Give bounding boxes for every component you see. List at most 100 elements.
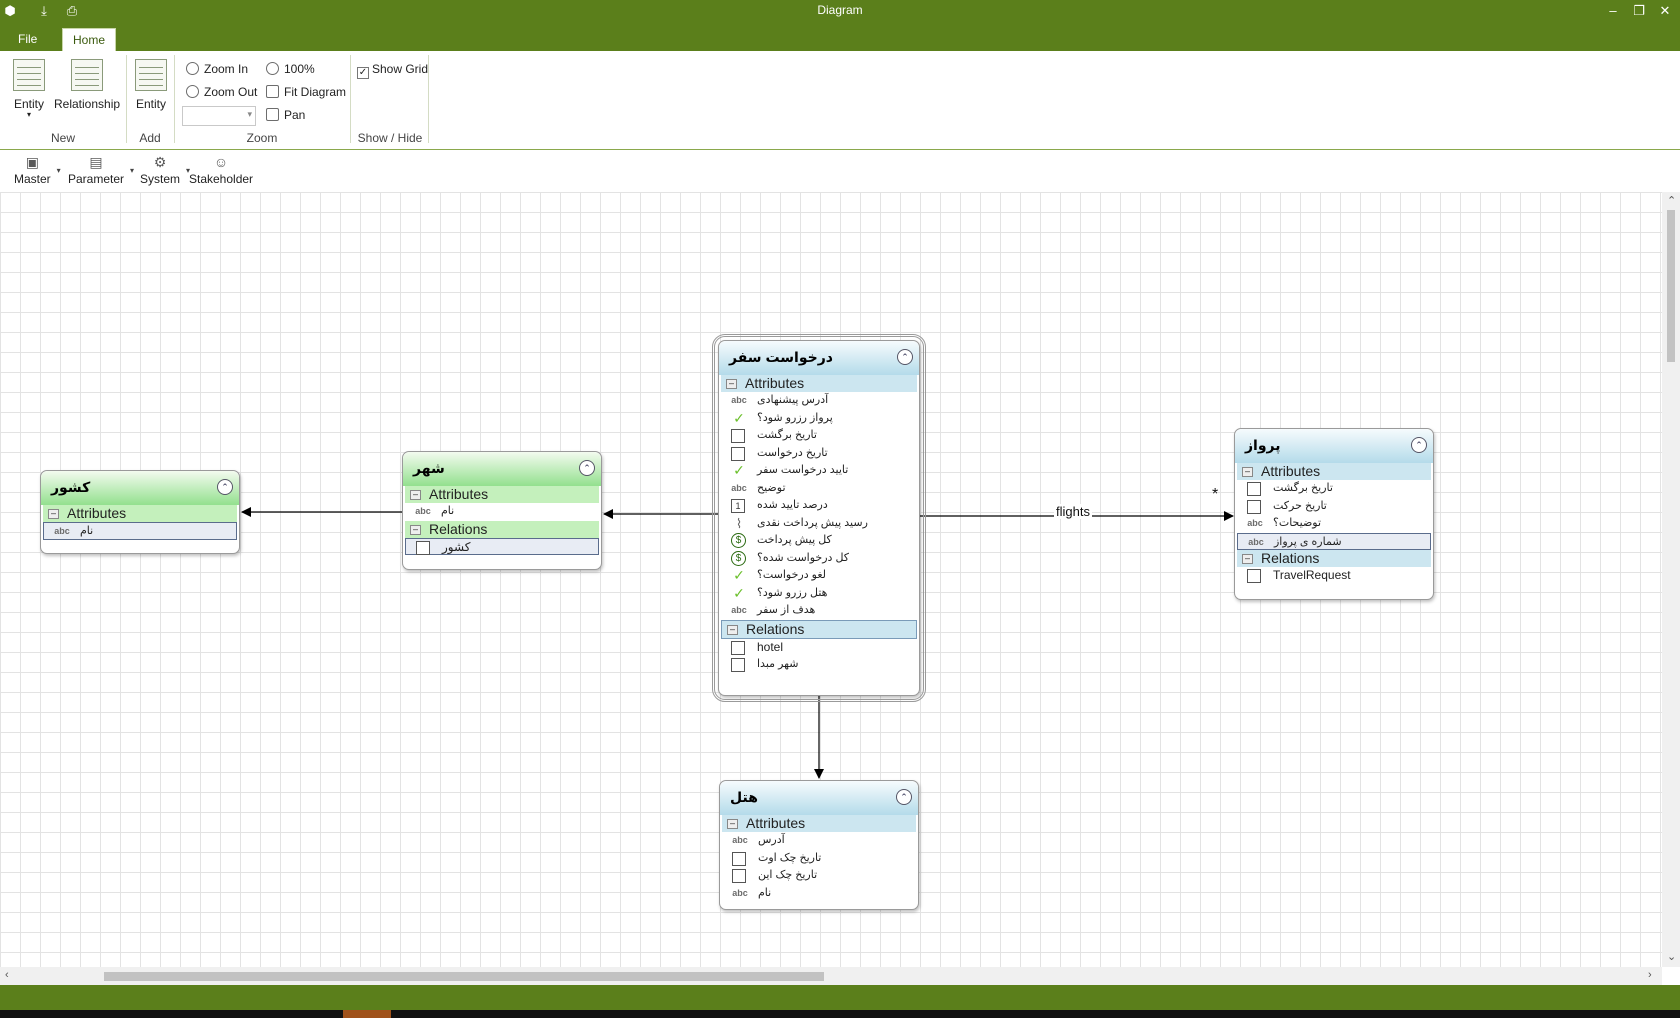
- collapse-section-icon[interactable]: –: [48, 509, 59, 519]
- save-icon[interactable]: ⤓: [41, 3, 47, 18]
- attribute-row[interactable]: تاریخ درخواست: [721, 445, 917, 463]
- attribute-label: تاریخ چک اوت: [758, 851, 822, 864]
- entity-header[interactable]: کشور ⌃: [41, 471, 239, 505]
- attribute-row[interactable]: تاریخ برگشت: [1237, 480, 1431, 498]
- section-attributes[interactable]: –Attributes: [722, 815, 916, 832]
- taskbar-active-app[interactable]: [343, 1010, 391, 1018]
- section-title: Relations: [429, 520, 488, 537]
- collapse-icon[interactable]: ⌃: [217, 479, 233, 495]
- attribute-row[interactable]: ✓تایید درخواست سفر: [721, 462, 917, 480]
- vertical-scroll-thumb[interactable]: [1667, 210, 1675, 362]
- section-relations[interactable]: –Relations: [1237, 550, 1431, 567]
- entity-header[interactable]: شهر ⌃: [403, 452, 601, 486]
- relation-row[interactable]: hotel: [721, 639, 917, 657]
- section-attributes[interactable]: –Attributes: [1237, 463, 1431, 480]
- collapse-section-icon[interactable]: –: [727, 819, 738, 829]
- section-relations[interactable]: –Relations: [405, 520, 599, 538]
- new-entity-button[interactable]: Entity ▾: [12, 59, 46, 119]
- collapse-icon[interactable]: ⌃: [896, 789, 912, 805]
- attribute-row[interactable]: تاریخ چک اوت: [722, 850, 916, 868]
- tab-home[interactable]: Home: [62, 28, 117, 52]
- minimize-icon[interactable]: –: [1609, 3, 1617, 18]
- dollar-icon: $: [731, 533, 746, 548]
- collapse-section-icon[interactable]: –: [1242, 554, 1253, 564]
- scroll-up-icon[interactable]: ⌃: [1667, 195, 1677, 207]
- collapse-icon[interactable]: ⌃: [579, 460, 595, 476]
- chevron-down-icon: ▾: [186, 166, 191, 175]
- attribute-row[interactable]: $کل درخواست شده؟: [721, 550, 917, 568]
- section-relations[interactable]: –Relations: [721, 619, 917, 639]
- scroll-left-icon[interactable]: ‹: [5, 969, 9, 981]
- close-icon[interactable]: ✕: [1659, 3, 1671, 18]
- section-attributes[interactable]: –Attributes: [721, 375, 917, 392]
- section-attributes[interactable]: –Attributes: [43, 505, 237, 522]
- zoom-in-button[interactable]: Zoom In: [186, 60, 248, 78]
- collapse-icon[interactable]: ⌃: [1411, 437, 1427, 453]
- relation-row[interactable]: TravelRequest: [1237, 567, 1431, 585]
- entity-header[interactable]: هتل ⌃: [720, 781, 918, 815]
- attribute-row[interactable]: تاریخ چک این: [722, 867, 916, 885]
- toolbar-master[interactable]: ▣Master▾: [14, 154, 61, 186]
- attribute-row[interactable]: ⌇رسید پیش پرداخت نقدی: [721, 515, 917, 533]
- toolbar-stakeholder[interactable]: ☺Stakeholder: [189, 154, 253, 186]
- attribute-row[interactable]: تاریخ برگشت: [721, 427, 917, 445]
- relation-row[interactable]: شهر مبدا: [721, 656, 917, 674]
- zoom-100-button[interactable]: 100%: [266, 60, 315, 78]
- attribute-row[interactable]: ✓پرواز رزرو شود؟: [721, 410, 917, 428]
- attribute-row[interactable]: تاریخ حرکت: [1237, 498, 1431, 516]
- entity-header[interactable]: پرواز ⌃: [1235, 429, 1433, 463]
- tab-file[interactable]: File: [18, 32, 38, 46]
- new-relationship-button[interactable]: Relationship: [54, 59, 120, 111]
- restore-icon[interactable]: ❐: [1633, 3, 1645, 18]
- attribute-row[interactable]: ✓لغو درخواست؟: [721, 567, 917, 585]
- relation-row[interactable]: کشور: [405, 537, 599, 555]
- attribute-label: هدف از سفر: [757, 604, 816, 616]
- collapse-section-icon[interactable]: –: [1242, 467, 1253, 477]
- horizontal-scrollbar[interactable]: ‹ ›: [0, 967, 1662, 985]
- add-entity-button[interactable]: Entity: [134, 59, 168, 111]
- collapse-section-icon[interactable]: –: [727, 624, 738, 635]
- collapse-section-icon[interactable]: –: [410, 490, 421, 500]
- horizontal-scroll-thumb[interactable]: [104, 972, 824, 981]
- entity-header[interactable]: درخواست سفر ⌃: [719, 341, 919, 375]
- scroll-down-icon[interactable]: ⌄: [1667, 951, 1677, 963]
- zoom-out-button[interactable]: Zoom Out: [186, 83, 257, 101]
- zoom-out-label: Zoom Out: [204, 85, 258, 99]
- scroll-right-icon[interactable]: ›: [1648, 969, 1652, 981]
- toolbar-parameter[interactable]: ▤Parameter▾: [68, 154, 134, 186]
- print-icon[interactable]: ⎙: [66, 3, 78, 18]
- attribute-row[interactable]: $کل پیش پرداخت: [721, 532, 917, 550]
- show-grid-checkbox[interactable]: ✓: [357, 67, 369, 79]
- section-title: Attributes: [429, 486, 489, 502]
- collapse-section-icon[interactable]: –: [410, 524, 421, 535]
- collapse-icon[interactable]: ⌃: [897, 349, 913, 365]
- attribute-row[interactable]: ✓هتل رزرو شود؟: [721, 585, 917, 603]
- entity-parvaz[interactable]: پرواز ⌃ –Attributes تاریخ برگشت تاریخ حر…: [1234, 428, 1434, 600]
- show-grid-toggle[interactable]: ✓Show Grid: [357, 60, 428, 79]
- table-icon: [416, 540, 430, 555]
- checkmark-icon: ✓: [733, 462, 745, 478]
- toolbar-system[interactable]: ⚙System▾: [140, 154, 190, 186]
- collapse-section-icon[interactable]: –: [726, 379, 737, 389]
- section-attributes[interactable]: –Attributes: [405, 486, 599, 503]
- pan-button[interactable]: Pan: [266, 106, 305, 124]
- add-entity-icon: [135, 59, 167, 91]
- zoom-level-combo[interactable]: [182, 106, 256, 126]
- fit-diagram-button[interactable]: Fit Diagram: [266, 83, 346, 101]
- vertical-scrollbar[interactable]: ⌃ ⌄: [1662, 192, 1680, 967]
